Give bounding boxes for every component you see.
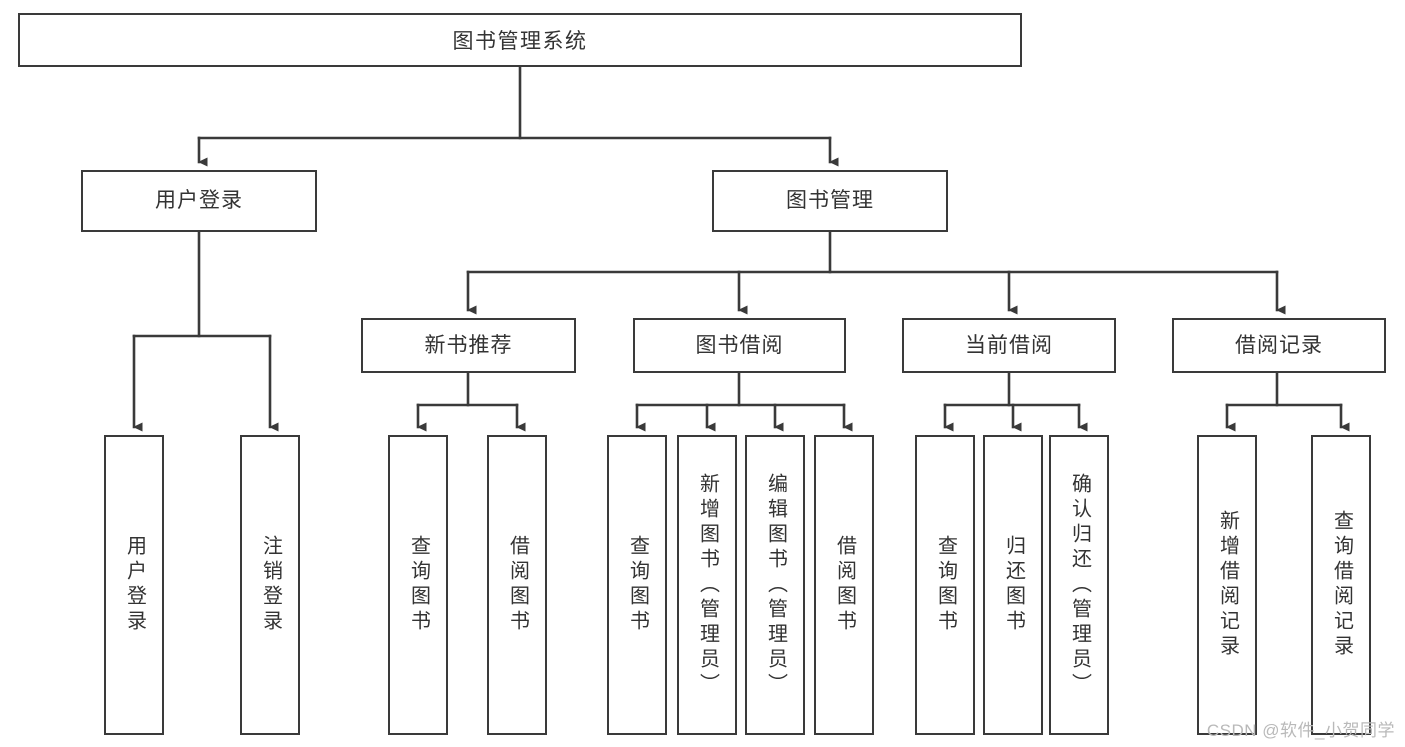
leaf-current-query-book[interactable]: 查询图书 (915, 435, 975, 735)
node-user-login[interactable]: 用户登录 (81, 170, 317, 232)
node-new-book-recommend[interactable]: 新书推荐 (361, 318, 576, 373)
leaf-borrow-query-book[interactable]: 查询图书 (607, 435, 667, 735)
leaf-recommend-borrow-book[interactable]: 借阅图书 (487, 435, 547, 735)
leaf-current-confirm-return-admin[interactable]: 确认归还（管理员） (1049, 435, 1109, 735)
leaf-user-login-login[interactable]: 用户登录 (104, 435, 164, 735)
leaf-current-return-book[interactable]: 归还图书 (983, 435, 1043, 735)
leaf-record-query-borrow-record[interactable]: 查询借阅记录 (1311, 435, 1371, 735)
csdn-watermark: CSDN @软件_小贺同学 (1206, 721, 1395, 740)
node-root-system[interactable]: 图书管理系统 (18, 13, 1022, 67)
node-book-borrow[interactable]: 图书借阅 (633, 318, 846, 373)
leaf-borrow-add-book-admin[interactable]: 新增图书（管理员） (677, 435, 737, 735)
node-current-borrow[interactable]: 当前借阅 (902, 318, 1116, 373)
leaf-recommend-query-book[interactable]: 查询图书 (388, 435, 448, 735)
node-borrow-record[interactable]: 借阅记录 (1172, 318, 1386, 373)
leaf-user-login-logout[interactable]: 注销登录 (240, 435, 300, 735)
node-book-management[interactable]: 图书管理 (712, 170, 948, 232)
leaf-record-add-borrow-record[interactable]: 新增借阅记录 (1197, 435, 1257, 735)
leaf-borrow-edit-book-admin[interactable]: 编辑图书（管理员） (745, 435, 805, 735)
leaf-borrow-borrow-book[interactable]: 借阅图书 (814, 435, 874, 735)
